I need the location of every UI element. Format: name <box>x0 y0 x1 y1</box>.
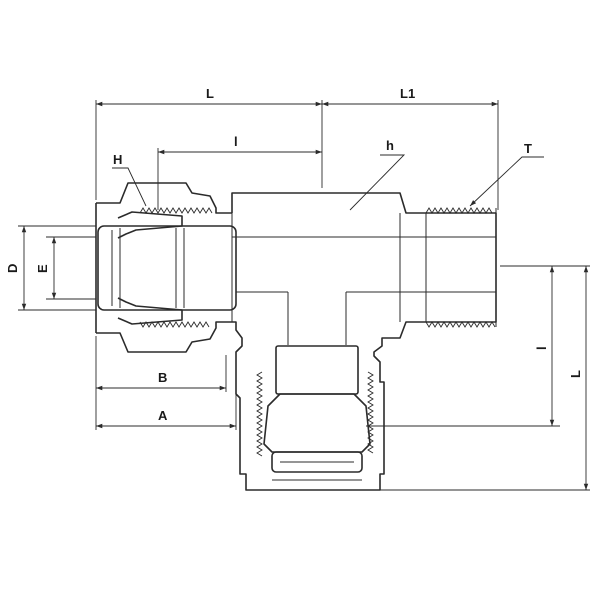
body-outer-contour <box>231 192 497 491</box>
label-H: H <box>113 152 122 167</box>
left-tube-and-ferrule <box>97 211 237 325</box>
leader-h <box>349 154 406 211</box>
label-l-top: l <box>234 134 238 149</box>
extension-lines <box>18 100 590 491</box>
label-L-right: L <box>568 370 583 378</box>
label-L: L <box>206 86 214 101</box>
leader-H <box>112 167 147 207</box>
label-l-right: l <box>534 346 549 350</box>
label-D: D <box>5 264 20 273</box>
label-B: B <box>158 370 167 385</box>
branch-nut <box>256 371 374 457</box>
leader-T <box>469 156 544 207</box>
label-L1: L1 <box>400 86 415 101</box>
left-nut <box>95 182 232 353</box>
branch-tube-and-ferrule <box>263 345 371 481</box>
label-T: T <box>524 141 532 156</box>
male-thread-right <box>425 207 497 328</box>
fitting-body <box>231 192 497 491</box>
label-A: A <box>158 408 168 423</box>
label-E: E <box>35 264 50 273</box>
label-h: h <box>386 138 394 153</box>
